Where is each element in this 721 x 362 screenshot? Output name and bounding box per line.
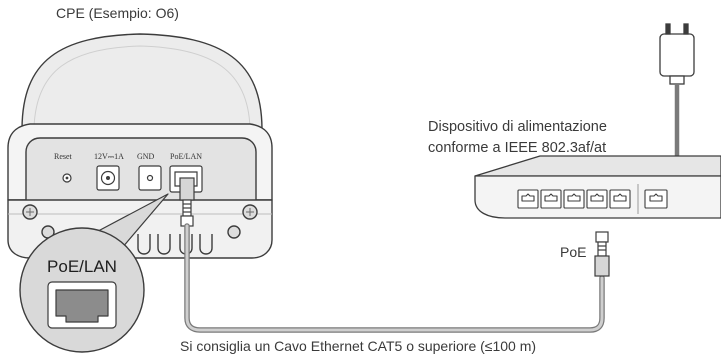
cable-recommendation-note: Si consiglia un Cavo Ethernet CAT5 o sup… [180, 338, 537, 354]
power-adapter [659, 23, 695, 85]
poe-switch [474, 155, 721, 219]
zoom-label: PoE/LAN [47, 257, 117, 276]
zoom-rj45-socket [55, 289, 109, 323]
power-jack-port [96, 165, 120, 191]
poe-lan-port-label: PoE/LAN [170, 152, 202, 161]
poe-port-label: PoE [560, 244, 587, 260]
gnd-port [138, 165, 162, 191]
power-port-label: 12V⎓1A [94, 152, 124, 161]
psu-description-line1: Dispositivo di alimentazione [428, 119, 607, 135]
switch-port-group [517, 189, 668, 209]
reset-port-label: Reset [54, 152, 73, 161]
switch-rj45-plug [594, 231, 610, 277]
poe-lan-zoom-callout: PoE/LAN [19, 193, 169, 353]
psu-description-line2: conforme a IEEE 802.3af/at [428, 140, 607, 156]
cpe-title: CPE (Esempio: O6) [56, 5, 179, 21]
gnd-port-label: GND [137, 152, 155, 161]
